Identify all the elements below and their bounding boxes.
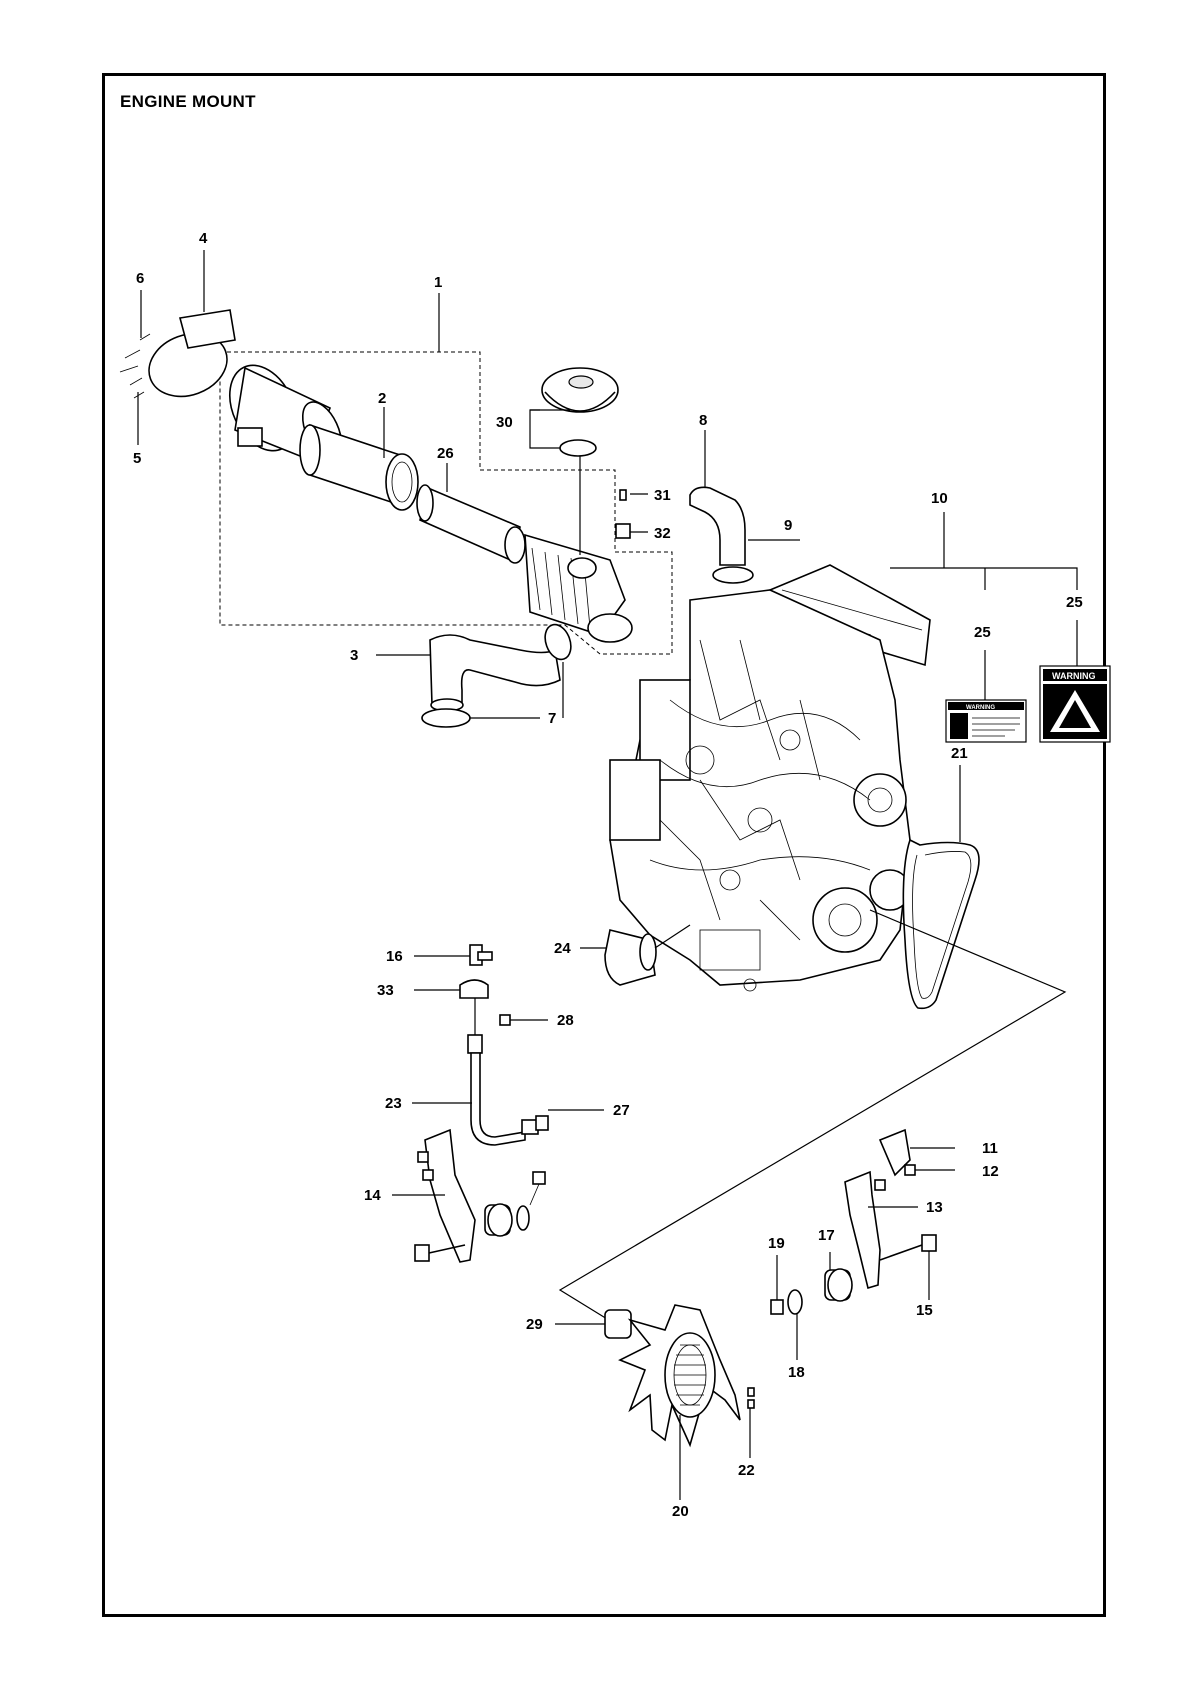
dust-cap-part — [529, 367, 619, 457]
callout-25a: 25 — [974, 624, 991, 641]
callout-10: 10 — [931, 490, 948, 507]
engine-assembly-part — [609, 589, 911, 992]
rubber-mount-part — [824, 1252, 853, 1302]
air-cleaner-body-part — [524, 453, 633, 643]
callout-17: 17 — [818, 1227, 835, 1244]
fan-spacer-part — [555, 1309, 632, 1339]
filter-element-part — [299, 407, 419, 511]
warning-decal-large-text: WARNING — [1052, 671, 1096, 681]
washer-part — [787, 1289, 803, 1360]
drain-hose-part — [412, 1034, 526, 1146]
callout-28: 28 — [557, 1012, 574, 1029]
callout-20: 20 — [672, 1503, 689, 1520]
left-engine-bracket-part — [392, 1128, 546, 1263]
fan-group-leader — [558, 909, 1067, 1331]
intake-hose-part — [376, 634, 561, 712]
right-engine-bracket-part — [844, 1128, 955, 1290]
fan-belt-part — [902, 765, 980, 1010]
fan-bolt-part — [747, 1387, 755, 1458]
callout-5: 5 — [133, 450, 141, 467]
callout-30: 30 — [496, 414, 513, 431]
callout-4: 4 — [199, 230, 208, 247]
callout-1: 1 — [434, 274, 442, 291]
callout-33: 33 — [377, 982, 394, 999]
callout-31: 31 — [654, 487, 671, 504]
intake-elbow-part — [689, 430, 800, 584]
callout-29: 29 — [526, 1316, 543, 1333]
cooling-fan-part — [618, 1304, 741, 1500]
oil-filter-part — [580, 924, 691, 986]
callout-32: 32 — [654, 525, 671, 542]
callout-22: 22 — [738, 1462, 755, 1479]
warning-decal-large: WARNING — [1039, 665, 1111, 743]
callout-16: 16 — [386, 948, 403, 965]
drawing-border — [102, 73, 1106, 1617]
callout-8: 8 — [699, 412, 707, 429]
callout-26: 26 — [437, 445, 454, 462]
callout-14: 14 — [364, 1187, 381, 1204]
warning-decal-small: WARNING — [945, 699, 1027, 743]
callout-12: 12 — [982, 1163, 999, 1180]
callout-2: 2 — [378, 390, 386, 407]
drain-valve-part — [414, 944, 493, 966]
callout-7: 7 — [548, 710, 556, 727]
mounting-band-part — [119, 250, 236, 445]
callout-3: 3 — [350, 647, 358, 664]
callout-18: 18 — [788, 1364, 805, 1381]
air-cleaner-group-outline — [219, 293, 673, 655]
callout-27: 27 — [613, 1102, 630, 1119]
callout-23: 23 — [385, 1095, 402, 1112]
callout-24: 24 — [554, 940, 571, 957]
hose-fitting-part — [521, 1109, 604, 1135]
callout-labels: 1 2 3 4 5 6 7 8 9 10 11 12 13 14 15 16 1… — [133, 230, 1083, 1520]
mount-bolt-part — [879, 1234, 937, 1300]
callout-11: 11 — [982, 1140, 998, 1157]
callout-9: 9 — [784, 517, 792, 534]
callout-6: 6 — [136, 270, 144, 287]
callout-15: 15 — [916, 1302, 933, 1319]
indicator-fitting-part — [615, 489, 648, 539]
callout-25b: 25 — [1066, 594, 1083, 611]
nut-part — [770, 1255, 784, 1315]
warning-decal-small-text: WARNING — [966, 705, 995, 711]
callout-13: 13 — [926, 1199, 943, 1216]
engine-cover-part — [769, 512, 1078, 700]
hose-clip-part — [414, 979, 489, 1035]
callout-19: 19 — [768, 1235, 785, 1252]
hose-clamp-part — [421, 623, 572, 728]
callout-21: 21 — [951, 745, 968, 762]
safety-element-part — [416, 463, 526, 564]
page-title: ENGINE MOUNT — [120, 92, 256, 111]
clip-bolt-part — [499, 1014, 548, 1026]
